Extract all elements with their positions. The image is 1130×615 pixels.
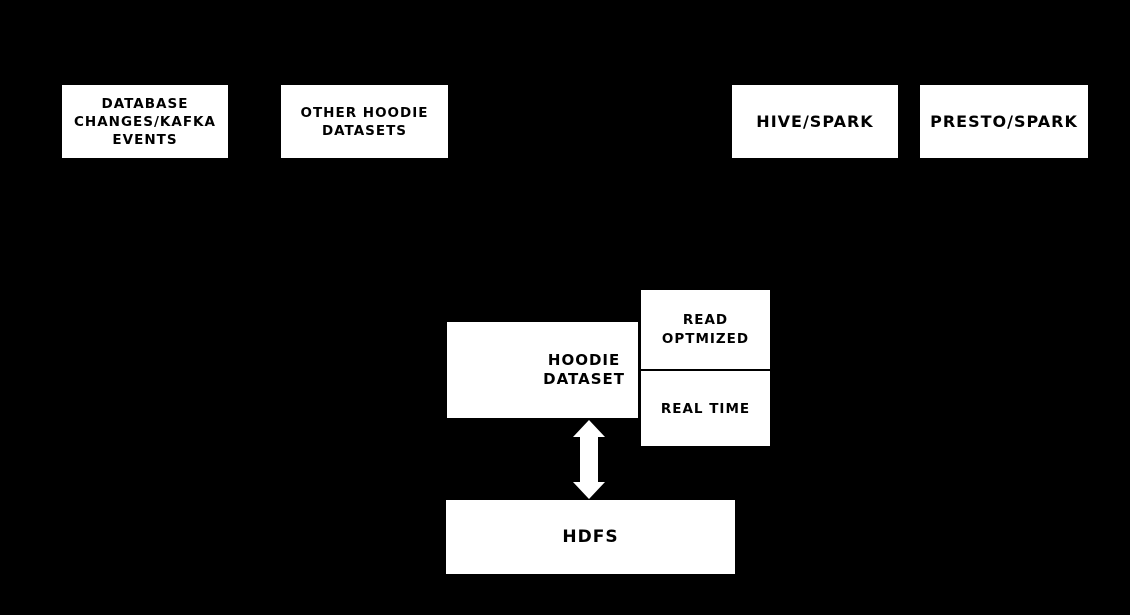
node-hive-spark: HIVE/SPARK bbox=[732, 85, 898, 158]
node-label: HIVE/SPARK bbox=[756, 112, 874, 131]
node-label: REAL TIME bbox=[660, 400, 751, 417]
node-label: PRESTO/SPARK bbox=[930, 112, 1078, 131]
node-presto-spark: PRESTO/SPARK bbox=[920, 85, 1088, 158]
node-database-changes-kafka-events: DATABASE CHANGES/KAFKA EVENTS bbox=[62, 85, 228, 158]
node-label: DATABASE CHANGES/KAFKA EVENTS bbox=[74, 95, 216, 148]
node-label: READ OPTMIZED bbox=[661, 311, 750, 347]
node-hdfs: HDFS bbox=[446, 500, 735, 574]
node-other-hoodie-datasets: OTHER HOODIE DATASETS bbox=[281, 85, 448, 158]
bidirectional-arrow-icon bbox=[573, 420, 605, 499]
node-read-optimized-view: READ OPTMIZED bbox=[641, 290, 770, 369]
node-label: HOODIE DATASET bbox=[543, 351, 625, 388]
node-hoodie-dataset: HOODIE DATASET bbox=[447, 322, 638, 418]
node-real-time-view: REAL TIME bbox=[641, 371, 770, 446]
node-label: OTHER HOODIE DATASETS bbox=[300, 104, 429, 139]
node-label: HDFS bbox=[562, 527, 619, 547]
